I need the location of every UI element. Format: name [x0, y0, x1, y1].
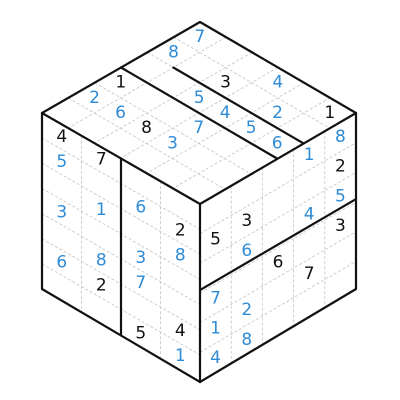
- grid-line: [199, 201, 357, 294]
- cell-digit-given[interactable]: 1: [324, 103, 335, 123]
- cell-digit-entered[interactable]: 7: [135, 273, 146, 293]
- cell-digit-entered[interactable]: 4: [210, 348, 221, 368]
- cell-digit-entered[interactable]: 8: [168, 42, 179, 62]
- box-boundary: [172, 66, 305, 145]
- cell-digit-entered[interactable]: 1: [96, 200, 107, 220]
- cell-digit-entered[interactable]: 1: [175, 346, 186, 366]
- cell-digit-entered[interactable]: 8: [175, 245, 186, 265]
- grid-line: [199, 231, 357, 324]
- cube-edge: [198, 111, 358, 206]
- cell-digit-given[interactable]: 2: [96, 275, 107, 295]
- cell-digit-entered[interactable]: 8: [241, 330, 252, 350]
- cell-digit-given[interactable]: 4: [56, 127, 67, 147]
- cell-digit-entered[interactable]: 8: [96, 250, 107, 270]
- cell-digit-given[interactable]: 5: [210, 229, 221, 249]
- cell-digit-entered[interactable]: 4: [272, 73, 283, 93]
- cell-digit-entered[interactable]: 2: [272, 103, 283, 123]
- cell-digit-given[interactable]: 1: [115, 73, 126, 93]
- grid-line: [199, 142, 357, 235]
- grid-line: [199, 260, 357, 353]
- cell-digit-given[interactable]: 2: [335, 157, 346, 177]
- cube-edge: [40, 111, 202, 206]
- cell-digit-entered[interactable]: 3: [135, 248, 146, 268]
- cell-digit-entered[interactable]: 1: [210, 318, 221, 338]
- cell-digit-entered[interactable]: 8: [335, 127, 346, 147]
- cell-digit-entered[interactable]: 6: [56, 253, 67, 273]
- cell-digit-entered[interactable]: 3: [56, 202, 67, 222]
- cell-digit-entered[interactable]: 5: [56, 152, 67, 172]
- cell-digit-given[interactable]: 8: [141, 118, 152, 138]
- cell-digit-entered[interactable]: 5: [246, 118, 257, 138]
- cell-digit-entered[interactable]: 2: [89, 88, 100, 108]
- cell-digit-entered[interactable]: 6: [241, 241, 252, 261]
- cell-digit-entered[interactable]: 7: [193, 118, 204, 138]
- cell-digit-entered[interactable]: 6: [272, 133, 283, 153]
- cell-digit-entered[interactable]: 1: [304, 145, 315, 165]
- cell-digit-given[interactable]: 7: [96, 150, 107, 170]
- cell-digit-entered[interactable]: 5: [194, 88, 205, 108]
- cell-digit-given[interactable]: 2: [175, 220, 186, 240]
- cell-digit-given[interactable]: 3: [220, 73, 231, 93]
- box-boundary: [198, 197, 358, 292]
- grid-line: [199, 171, 357, 264]
- cell-digit-given[interactable]: 3: [241, 211, 252, 231]
- cell-digit-entered[interactable]: 3: [167, 133, 178, 153]
- cell-digit-given[interactable]: 7: [304, 264, 315, 284]
- cell-digit-given[interactable]: 3: [335, 216, 346, 236]
- box-boundary: [119, 66, 279, 160]
- cell-digit-entered[interactable]: 4: [220, 103, 231, 123]
- cell-digit-entered[interactable]: 5: [335, 186, 346, 206]
- cell-digit-entered[interactable]: 6: [115, 103, 126, 123]
- cell-digit-entered[interactable]: 2: [241, 300, 252, 320]
- cell-digit-entered[interactable]: 7: [210, 289, 221, 309]
- cell-digit-entered[interactable]: 4: [304, 204, 315, 224]
- cell-digit-given[interactable]: 5: [135, 323, 146, 343]
- cell-digit-entered[interactable]: 6: [135, 198, 146, 218]
- cell-digit-entered[interactable]: 7: [194, 27, 205, 47]
- cell-digit-given[interactable]: 6: [273, 252, 284, 272]
- cell-digit-given[interactable]: 4: [175, 321, 186, 341]
